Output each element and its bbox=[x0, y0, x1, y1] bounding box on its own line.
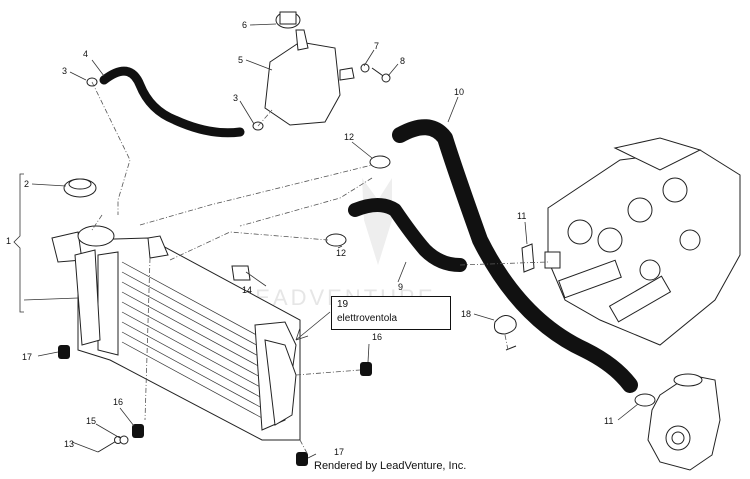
hose-clamp bbox=[86, 77, 656, 407]
callout-10: 10 bbox=[454, 87, 464, 97]
callout-11: 11 bbox=[517, 211, 526, 221]
radiator-hose-upper bbox=[392, 119, 638, 393]
radiator-hose-lower bbox=[348, 198, 467, 272]
callout-16: 16 bbox=[372, 332, 382, 342]
callout-12: 12 bbox=[336, 248, 346, 258]
expansion-tank bbox=[264, 11, 355, 126]
hose-clip bbox=[521, 243, 535, 273]
part-description: elettroventola bbox=[337, 313, 398, 324]
callout-16: 16 bbox=[113, 397, 123, 407]
footer-credit: Rendered by LeadVenture, Inc. bbox=[314, 460, 467, 472]
callout-5: 5 bbox=[238, 55, 243, 65]
water-pump-housing bbox=[647, 373, 721, 471]
radiator-cap bbox=[63, 178, 97, 198]
callout-17: 17 bbox=[334, 447, 344, 457]
callout-14: 14 bbox=[242, 285, 252, 295]
mounting-bracket bbox=[231, 265, 251, 281]
callout-9: 9 bbox=[398, 282, 403, 292]
callout-15: 15 bbox=[86, 416, 96, 426]
callout-8: 8 bbox=[400, 56, 405, 66]
callout-1: 1 bbox=[6, 236, 11, 246]
overflow-hose bbox=[99, 66, 245, 138]
leader-lines bbox=[13, 23, 639, 459]
callout-3: 3 bbox=[233, 93, 238, 103]
callout-7: 7 bbox=[374, 41, 379, 51]
bolt bbox=[360, 63, 391, 83]
dash-lines bbox=[91, 81, 549, 456]
rubber-grommet bbox=[58, 345, 372, 466]
radiator bbox=[51, 225, 301, 441]
bolt-and-washer bbox=[97, 435, 129, 453]
spring-clip bbox=[494, 315, 517, 351]
engine-cylinder-head bbox=[544, 137, 741, 346]
callout-17: 17 bbox=[22, 352, 32, 362]
callout-12: 12 bbox=[344, 132, 354, 142]
callout-6: 6 bbox=[242, 20, 247, 30]
part-number: 19 bbox=[337, 299, 349, 310]
part-label-box: 19 elettroventola bbox=[331, 296, 451, 330]
callout-13: 13 bbox=[64, 439, 74, 449]
callout-4: 4 bbox=[83, 49, 88, 59]
callout-18: 18 bbox=[461, 309, 471, 319]
callout-11: 11 bbox=[604, 416, 613, 426]
callout-labels: 1 2 3 3 4 5 6 7 8 9 10 11 11 12 12 13 14… bbox=[6, 20, 613, 457]
callout-2: 2 bbox=[24, 179, 29, 189]
callout-3: 3 bbox=[62, 66, 67, 76]
cooling-fan bbox=[264, 339, 297, 426]
